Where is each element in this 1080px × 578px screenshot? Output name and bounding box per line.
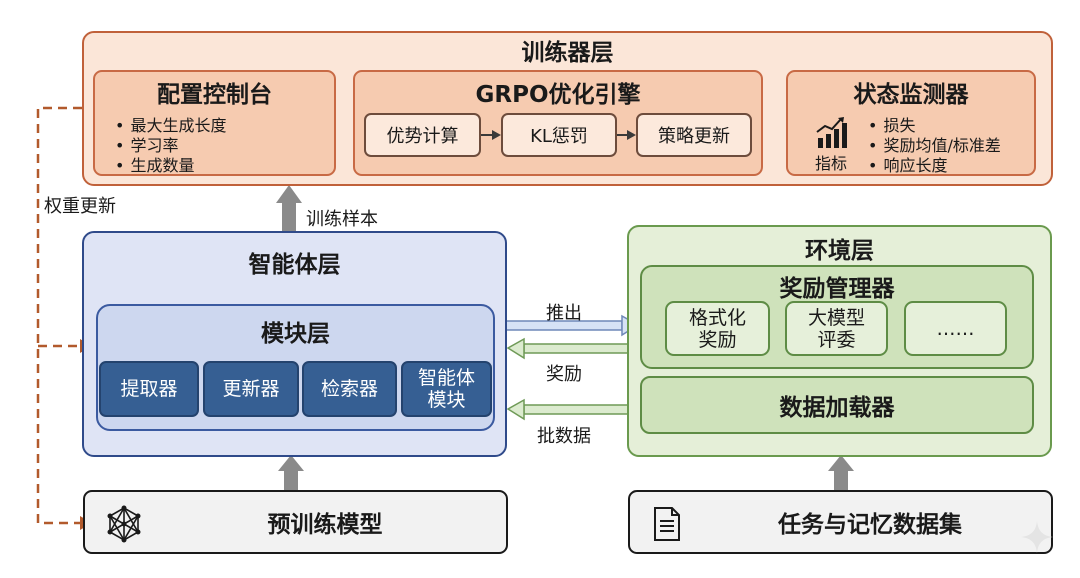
state-monitor: 状态监测器 指标 损失 奖励均值/标准差 响应长度 — [786, 70, 1036, 176]
arrow-train-samples-up — [276, 185, 302, 232]
config-item: 学习率 — [115, 136, 226, 156]
trainer-layer-title: 训练器层 — [521, 40, 614, 66]
pretrained-model-label: 预训练模型 — [267, 512, 383, 538]
grpo-step-policy-update: 策略更新 — [636, 113, 752, 157]
grpo-step-advantage: 优势计算 — [364, 113, 481, 157]
config-console-title: 配置控制台 — [157, 82, 272, 108]
metric-icon-label: 指标 — [814, 154, 847, 173]
module-agent: 智能体 模块 — [401, 361, 492, 417]
dataset-box: 任务与记忆数据集 — [628, 490, 1053, 554]
reward-label: 奖励 — [546, 364, 582, 385]
neural-network-icon — [105, 505, 143, 543]
module-extractor: 提取器 — [99, 361, 199, 417]
module-updater: 更新器 — [203, 361, 299, 417]
environment-layer-title: 环境层 — [805, 238, 874, 264]
rollout-label: 推出 — [546, 303, 582, 324]
batch-label: 批数据 — [537, 426, 591, 447]
document-icon — [652, 506, 682, 542]
dataset-label: 任务与记忆数据集 — [778, 512, 962, 538]
reward-manager-title: 奖励管理器 — [779, 276, 895, 302]
chart-icon — [814, 116, 848, 150]
config-console: 配置控制台 最大生成长度 学习率 生成数量 — [93, 70, 336, 176]
arrow-dataset-up — [828, 455, 854, 492]
grpo-step-kl-penalty: KL惩罚 — [501, 113, 617, 157]
arrow-pretrained-up — [278, 455, 304, 492]
monitor-item: 损失 — [868, 116, 1001, 136]
llm-judge-box: 大模型 评委 — [785, 301, 888, 356]
data-loader: 数据加载器 — [640, 376, 1034, 434]
more-rewards-box: …… — [904, 301, 1007, 356]
weight-update-dashed-line — [36, 106, 82, 525]
monitor-item: 响应长度 — [868, 156, 1001, 176]
monitor-list: 损失 奖励均值/标准差 响应长度 — [868, 116, 1001, 176]
module-layer-title: 模块层 — [261, 321, 330, 347]
module-retriever: 检索器 — [302, 361, 397, 417]
grpo-engine-title: GRPO优化引擎 — [475, 82, 641, 108]
weight-update-label: 权重更新 — [44, 196, 116, 217]
config-item: 生成数量 — [115, 156, 226, 176]
sparkle-icon — [1020, 520, 1054, 554]
pretrained-model-box: 预训练模型 — [83, 490, 508, 554]
train-samples-label: 训练样本 — [306, 209, 378, 230]
state-monitor-title: 状态监测器 — [853, 82, 969, 108]
config-item: 最大生成长度 — [115, 116, 226, 136]
monitor-item: 奖励均值/标准差 — [868, 136, 1000, 156]
format-reward-box: 格式化 奖励 — [665, 301, 770, 356]
config-list: 最大生成长度 学习率 生成数量 — [115, 116, 226, 176]
agent-layer-title: 智能体层 — [248, 252, 341, 278]
